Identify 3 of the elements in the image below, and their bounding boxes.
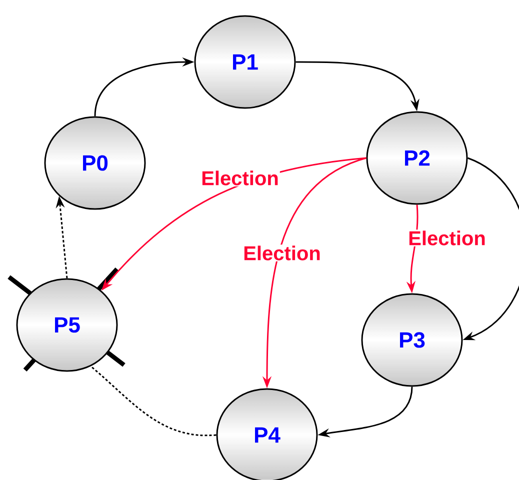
edge-label: Election (242, 244, 322, 262)
edge-label: Election (407, 230, 487, 246)
edge-label: Election (200, 170, 280, 186)
